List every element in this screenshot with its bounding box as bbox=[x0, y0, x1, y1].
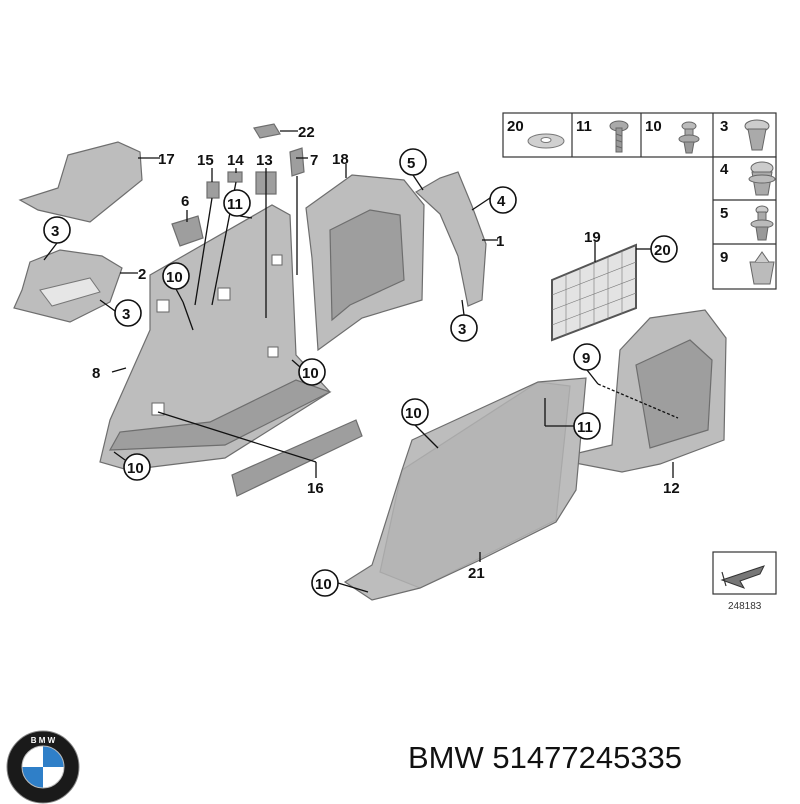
callout-9: 9 bbox=[582, 350, 590, 367]
callout-3c: 3 bbox=[458, 321, 466, 338]
table-label-10: 10 bbox=[645, 118, 662, 135]
part-7-clip bbox=[289, 147, 305, 177]
callout-20: 20 bbox=[654, 242, 671, 259]
callout-8: 8 bbox=[92, 365, 100, 382]
callout-10d: 10 bbox=[405, 405, 422, 422]
part-16-sill-strip bbox=[231, 419, 363, 497]
callout-15: 15 bbox=[197, 152, 214, 169]
table-label-9: 9 bbox=[720, 249, 728, 266]
callout-10e: 10 bbox=[315, 576, 332, 593]
callout-6: 6 bbox=[181, 193, 189, 210]
rivet-clip-icon bbox=[750, 205, 774, 241]
retainer-clip-icon bbox=[748, 161, 776, 196]
callout-17: 17 bbox=[158, 151, 175, 168]
part-14-clip bbox=[227, 171, 243, 183]
callout-18: 18 bbox=[332, 151, 349, 168]
fastener-table: 20 11 10 3 4 5 9 bbox=[502, 112, 777, 290]
part-number: 51477245335 bbox=[492, 740, 683, 775]
callout-10c: 10 bbox=[127, 460, 144, 477]
net-mesh bbox=[551, 251, 637, 335]
part-1-column-trim bbox=[414, 171, 487, 307]
callout-10a: 10 bbox=[166, 269, 183, 286]
part-21-shade bbox=[379, 381, 571, 589]
table-label-3: 3 bbox=[720, 118, 728, 135]
panel-floor-strip bbox=[108, 379, 332, 451]
callout-5: 5 bbox=[407, 155, 415, 172]
table-label-5: 5 bbox=[720, 205, 728, 222]
callout-4: 4 bbox=[497, 193, 506, 210]
svg-text:B M W: B M W bbox=[31, 736, 56, 745]
part-number-caption: BMW 51477245335 bbox=[408, 740, 794, 776]
part-12-recess bbox=[635, 339, 713, 449]
washer-icon bbox=[527, 133, 565, 149]
callout-7: 7 bbox=[310, 152, 318, 169]
table-label-11: 11 bbox=[576, 118, 592, 135]
reference-arrow-box bbox=[712, 551, 777, 595]
callout-22: 22 bbox=[298, 124, 315, 141]
callout-10b: 10 bbox=[302, 365, 319, 382]
callout-21: 21 bbox=[468, 565, 485, 582]
push-clip-icon bbox=[678, 121, 700, 154]
callout-12: 12 bbox=[663, 480, 680, 497]
part-18-recess bbox=[329, 209, 405, 322]
callout-11b: 11 bbox=[577, 419, 593, 436]
callout-16: 16 bbox=[307, 480, 324, 497]
part-15-clip bbox=[206, 181, 220, 199]
part-22-clip bbox=[253, 123, 281, 139]
callout-11a: 11 bbox=[227, 196, 243, 213]
brand-name: BMW bbox=[408, 740, 484, 775]
callout-13: 13 bbox=[256, 152, 273, 169]
clip-nut-icon bbox=[749, 251, 775, 285]
expansion-clip-icon bbox=[744, 119, 770, 151]
screw-icon bbox=[609, 120, 629, 153]
part-17-cover bbox=[18, 141, 143, 223]
bmw-logo: B M W bbox=[6, 730, 80, 804]
callout-1: 1 bbox=[496, 233, 504, 250]
callout-3b: 3 bbox=[122, 306, 130, 323]
callout-2: 2 bbox=[138, 266, 146, 283]
reference-number: 248183 bbox=[728, 601, 762, 612]
part-6-cap bbox=[171, 215, 204, 247]
table-label-20: 20 bbox=[507, 118, 524, 135]
callout-19: 19 bbox=[584, 229, 601, 246]
callout-14: 14 bbox=[227, 152, 244, 169]
table-label-4: 4 bbox=[720, 161, 729, 178]
part-21-lower-side-panel bbox=[343, 377, 587, 601]
callout-3a: 3 bbox=[51, 223, 59, 240]
